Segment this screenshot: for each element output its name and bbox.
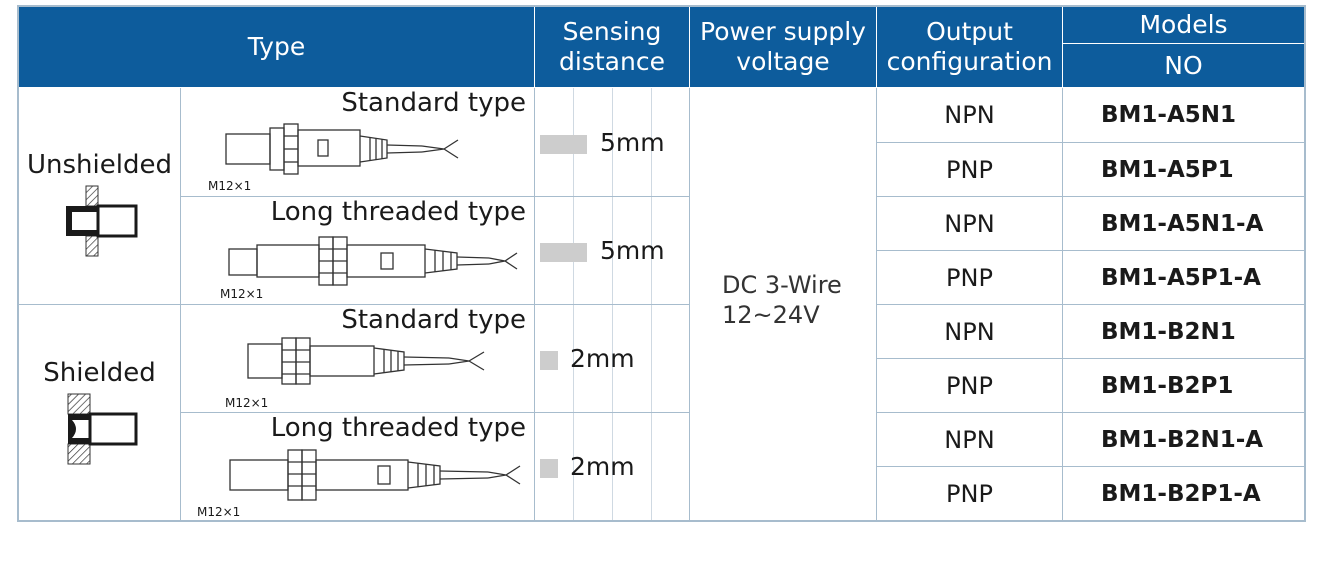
spec-table <box>17 5 1306 522</box>
header-type: Type <box>19 7 534 87</box>
variant-type-label: Long threaded type <box>270 413 526 443</box>
model-number: BM1-B2N1-A <box>1101 426 1264 453</box>
header-models: Models <box>1063 7 1304 43</box>
shielded-mount-icon <box>67 393 138 465</box>
output-type: PNP <box>946 371 993 400</box>
model-number: BM1-B2P1 <box>1101 372 1234 399</box>
unshielded-mount-icon <box>66 185 138 257</box>
model-number: BM1-A5P1-A <box>1101 264 1261 291</box>
output-type: PNP <box>946 155 993 184</box>
model-number: BM1-B2N1 <box>1101 318 1236 345</box>
distance-bar <box>540 243 587 262</box>
output-type: PNP <box>946 263 993 292</box>
sensing-distance-value: 5mm <box>600 128 665 157</box>
output-type: NPN <box>944 425 995 454</box>
output-type: PNP <box>946 479 993 508</box>
model-number: BM1-A5P1 <box>1101 156 1234 183</box>
header-no: NO <box>1063 44 1304 87</box>
group-name-shielded: Shielded <box>43 358 156 388</box>
group-name-unshielded: Unshielded <box>27 150 172 180</box>
header-power-supply-voltage: Power supply voltage <box>690 7 876 87</box>
sensing-distance-value: 2mm <box>570 344 635 373</box>
variant-type-label: Standard type <box>341 88 526 118</box>
model-number: BM1-A5N1 <box>1101 102 1237 128</box>
header-sensing-distance: Sensing distance <box>535 7 689 87</box>
sensor-standard-illustration <box>247 337 485 385</box>
thread-spec-label: M12×1 <box>220 287 264 301</box>
model-number: BM1-A5N1-A <box>1101 210 1264 237</box>
thread-spec-label: M12×1 <box>197 505 241 519</box>
output-type: NPN <box>944 209 995 238</box>
power-supply-value: DC 3-Wire 12~24V <box>722 271 842 329</box>
thread-spec-label: M12×1 <box>208 179 252 193</box>
header-output-configuration: Output configuration <box>877 7 1062 87</box>
sensing-distance-value: 5mm <box>600 236 665 265</box>
distance-bar <box>540 351 558 370</box>
thread-spec-label: M12×1 <box>225 396 269 410</box>
sensor-standard-illustration <box>225 123 459 175</box>
output-type: NPN <box>944 101 995 129</box>
variant-type-label: Long threaded type <box>270 197 526 227</box>
model-number: BM1-B2P1-A <box>1101 480 1261 507</box>
distance-bar <box>540 459 558 478</box>
sensor-long-threaded-illustration <box>228 236 518 286</box>
sensing-distance-value: 2mm <box>570 452 635 481</box>
output-type: NPN <box>944 317 995 346</box>
sensor-long-threaded-illustration <box>229 449 521 501</box>
variant-type-label: Standard type <box>341 305 526 335</box>
distance-bar <box>540 135 587 154</box>
